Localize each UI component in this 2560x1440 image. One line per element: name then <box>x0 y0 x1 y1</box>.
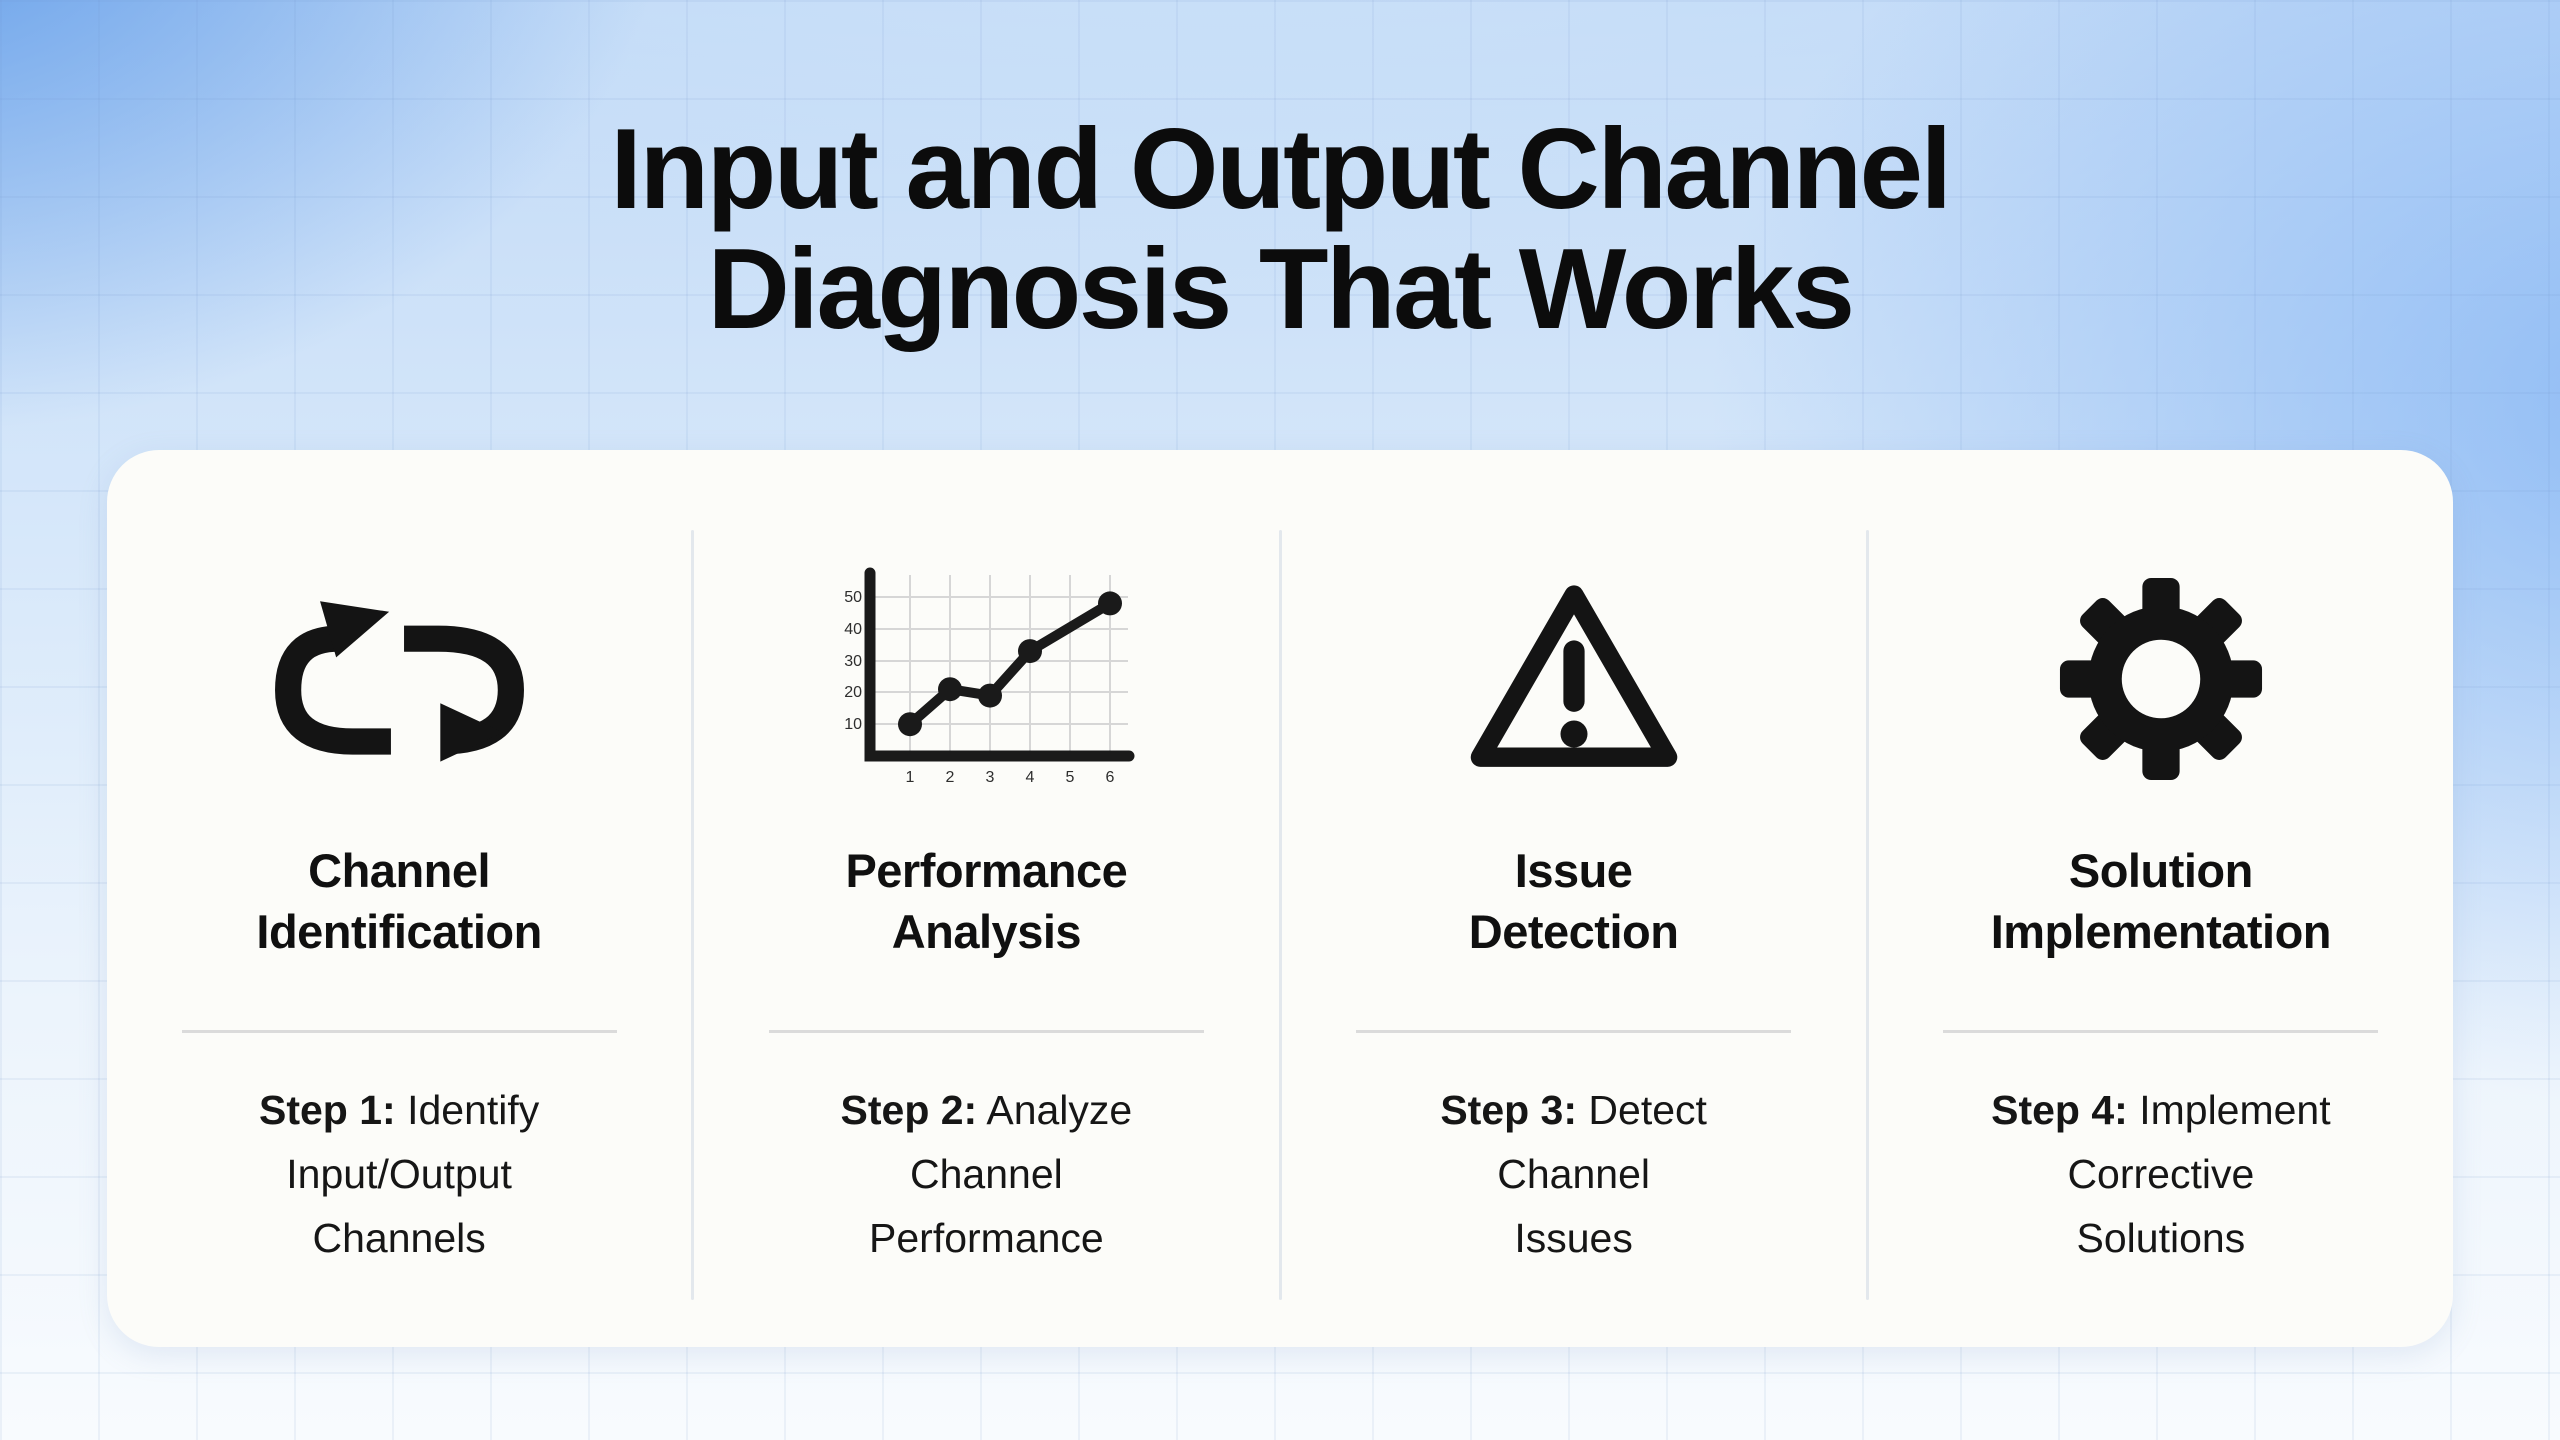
line-chart-icon-svg: 50 40 30 20 10 1 2 3 4 5 6 <box>845 567 1135 786</box>
svg-text:50: 50 <box>845 589 863 606</box>
line-chart-icon: 50 40 30 20 10 1 2 3 4 5 6 <box>836 567 1136 790</box>
svg-text:6: 6 <box>1106 769 1115 786</box>
page-title-line1: Input and Output Channel <box>610 106 1952 233</box>
step-label: Step 3: <box>1440 1087 1578 1133</box>
step-column-2: 50 40 30 20 10 1 2 3 4 5 6 <box>694 450 1278 1347</box>
loop-arrows-icon-svg <box>275 601 525 762</box>
heading-divider <box>181 1030 617 1033</box>
step-heading-line2: Identification <box>256 905 542 958</box>
warning-triangle-icon-svg <box>1470 585 1677 767</box>
svg-text:20: 20 <box>845 684 863 701</box>
svg-text:3: 3 <box>986 769 995 786</box>
heading-divider <box>1356 1030 1792 1033</box>
page-title-line2: Diagnosis That Works <box>707 226 1855 353</box>
heading-divider <box>1943 1030 2379 1033</box>
step-heading-line1: Performance <box>845 844 1128 897</box>
step-heading-line1: Solution <box>2068 844 2253 897</box>
gear-icon <box>2058 568 2264 790</box>
step-heading-line1: Issue <box>1514 844 1633 897</box>
step-label: Step 4: <box>1991 1087 2128 1133</box>
column-divider <box>691 530 695 1300</box>
step-heading-line2: Analysis <box>891 905 1082 958</box>
svg-text:5: 5 <box>1066 769 1075 786</box>
step-label: Step 1: <box>258 1087 396 1133</box>
loop-arrows-icon <box>272 568 526 790</box>
step-heading-line1: Channel <box>308 844 491 897</box>
svg-text:30: 30 <box>845 653 863 670</box>
svg-text:1: 1 <box>906 769 915 786</box>
svg-text:4: 4 <box>1026 769 1035 786</box>
gear-icon-svg <box>2059 577 2262 781</box>
warning-triangle-icon <box>1463 568 1685 790</box>
svg-text:2: 2 <box>946 769 955 786</box>
step-label: Step 2: <box>840 1087 978 1133</box>
column-divider <box>1865 530 1869 1300</box>
step-heading-line2: Detection <box>1468 905 1679 958</box>
svg-text:40: 40 <box>845 621 863 638</box>
heading-divider <box>768 1030 1204 1033</box>
column-divider <box>1278 530 1282 1300</box>
svg-text:10: 10 <box>845 716 863 733</box>
step-heading-line2: Implementation <box>1990 905 2332 958</box>
